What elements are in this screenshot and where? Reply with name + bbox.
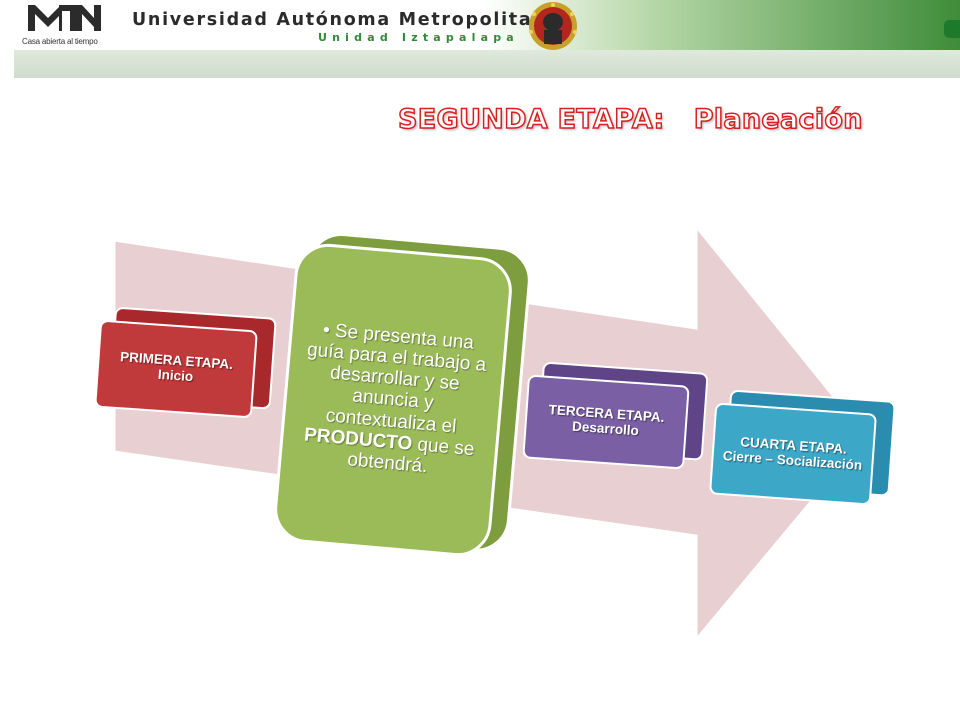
banner-strip: [14, 50, 960, 78]
unit-name: Unidad Iztapalapa: [318, 31, 519, 44]
uam-logo-icon: [28, 5, 101, 31]
bullet-icon: •: [322, 319, 331, 341]
stage-tercera: TERCERA ETAPA. Desarrollo: [522, 361, 709, 470]
header-banner: [14, 0, 960, 78]
stage-segunda-text: • Se presenta una guía para el trabajo a…: [278, 316, 508, 483]
stage-segunda: • Se presenta una guía para el trabajo a…: [271, 230, 534, 559]
stage-cuarta: CUARTA ETAPA. Cierre – Socialización: [708, 389, 896, 506]
stage-segunda-text-before: Se presenta una guía para el trabajo a d…: [306, 320, 488, 438]
crest-emblem-icon: [529, 2, 577, 50]
university-name: Universidad Autónoma Metropolitana: [132, 10, 561, 30]
stage-primera: PRIMERA ETAPA. Inicio: [94, 306, 277, 419]
slide-title: SEGUNDA ETAPA: Planeación: [397, 103, 863, 136]
corner-tab: [944, 20, 960, 38]
logo-caption: Casa abierta al tiempo: [22, 37, 98, 46]
